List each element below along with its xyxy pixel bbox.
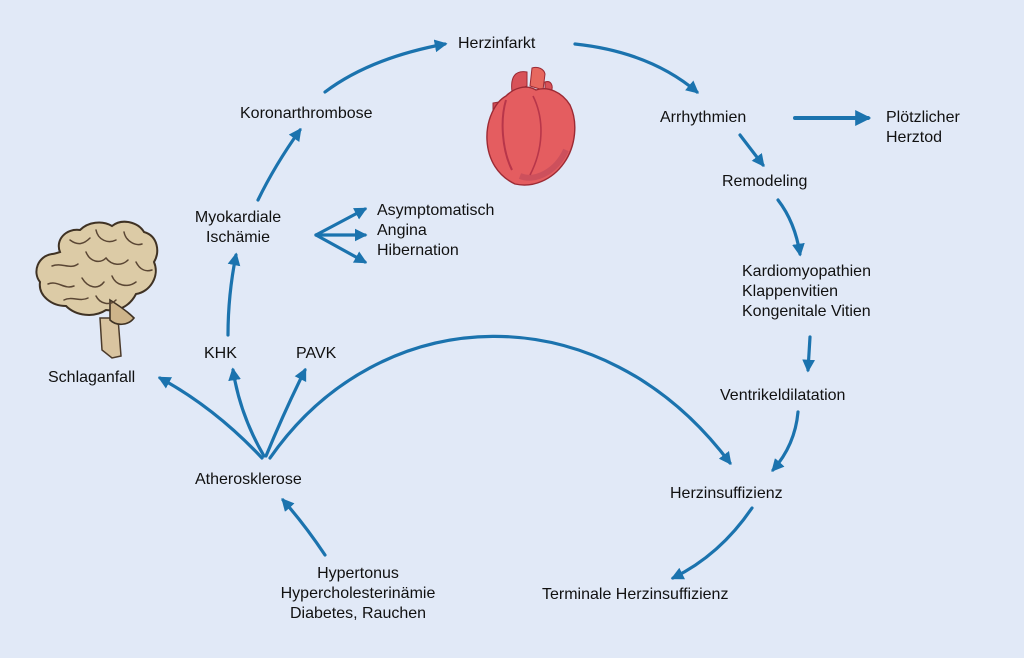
node-herzinfarkt: Herzinfarkt (458, 35, 536, 52)
node-ventrikeldilatation: Ventrikeldilatation (720, 387, 846, 404)
node-ploetzlicher-herztod: Plötzlicher Herztod (886, 109, 960, 146)
node-kardiomyopathien: Kardiomyopathien Klappenvitien Kongenita… (742, 263, 871, 320)
node-pavk: PAVK (296, 345, 337, 362)
arrow-ischaemie-asymptomatisch (314, 207, 368, 237)
arrow-ischaemie-koronarthrombose (256, 127, 302, 202)
arrow-herzinsuffizienz-terminale (670, 506, 754, 580)
node-atherosklerose: Atherosklerose (195, 471, 302, 488)
node-terminale-herzinsuffizienz: Terminale Herzinsuffizienz (542, 586, 729, 603)
arrow-atherosklerose-schlaganfall (157, 376, 264, 460)
arrow-khk-ischaemie (226, 252, 241, 337)
arrow-risikofaktoren-atherosklerose (281, 498, 327, 557)
arrow-ischaemie-hibernation (314, 233, 368, 264)
arrow-kardiomyopathien-ventrikeldilatation (802, 335, 816, 373)
node-herzinsuffizienz: Herzinsuffizienz (670, 485, 783, 502)
arrow-atherosklerose-pavk (264, 367, 307, 458)
node-remodeling: Remodeling (722, 173, 808, 190)
arrow-atherosklerose-khk (228, 367, 266, 458)
node-risikofaktoren: Hypertonus Hypercholesterinämie Diabetes… (280, 565, 436, 622)
node-myokardiale-ischaemie: Myokardiale Ischämie (194, 209, 282, 246)
node-arrhythmien: Arrhythmien (660, 109, 747, 126)
node-khk: KHK (204, 345, 237, 362)
arrow-koronarthrombose-herzinfarkt (323, 39, 448, 94)
arrow-arrhythmien-remodeling (738, 133, 765, 168)
heart-icon (486, 66, 576, 186)
brain-icon (35, 220, 159, 359)
arrow-ventrikeldilatation-herzinsuffizienz (771, 410, 800, 472)
node-koronarthrombose: Koronarthrombose (240, 105, 373, 122)
arrow-remodeling-kardiomyopathien (776, 198, 805, 257)
arrow-atherosklerose-herzinsuffizienz (268, 334, 732, 466)
arrow-herzinfarkt-arrhythmien (573, 42, 699, 94)
node-schlaganfall: Schlaganfall (48, 369, 136, 386)
node-ischaemie-folgen: Asymptomatisch Angina Hibernation (377, 202, 495, 259)
